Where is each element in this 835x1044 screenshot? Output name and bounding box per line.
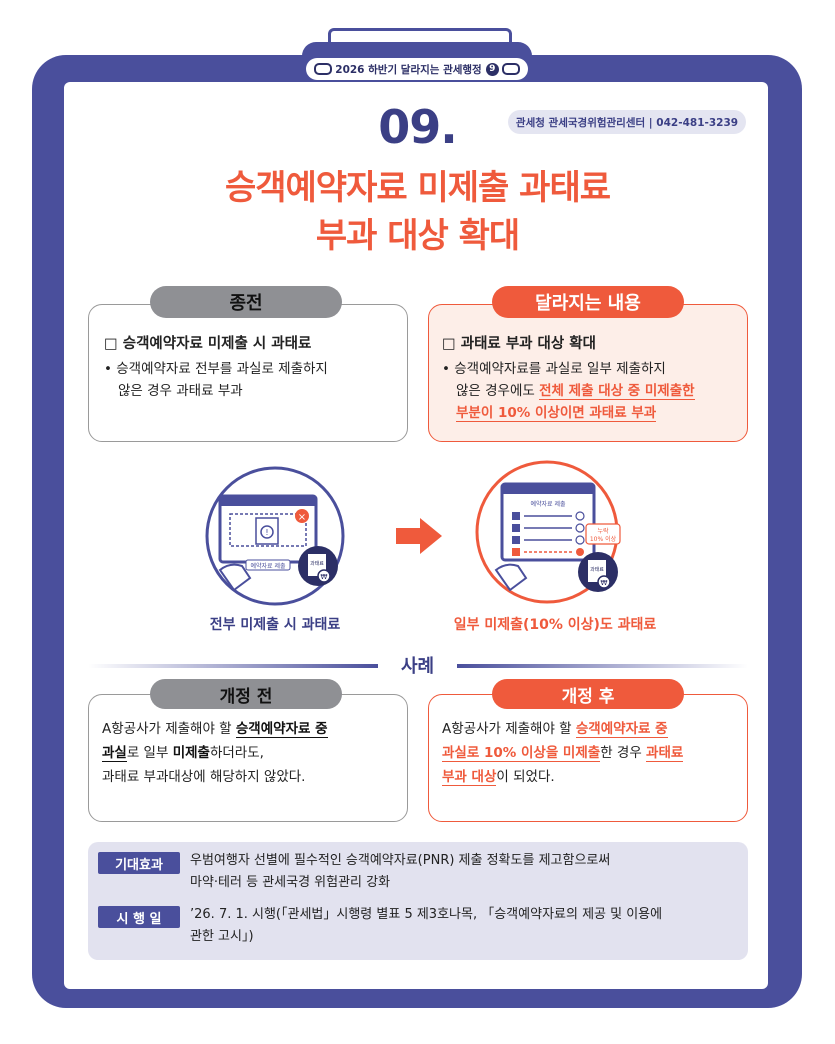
item-number: 09. <box>378 100 458 154</box>
case-before-line2: 과실로 일부 미제출하더라도, <box>102 742 264 764</box>
before-line2: 않은 경우 과태료 부과 <box>118 383 243 399</box>
case-before-line3: 과태료 부과대상에 해당하지 않았다. <box>102 769 306 785</box>
pill-left-dot-icon <box>314 63 332 75</box>
agency-contact: 관세청 관세국경위험관리센터 | 042-481-3239 <box>508 110 746 134</box>
row2-user-icon <box>512 524 520 532</box>
ca-l1-plain: A항공사가 제출해야 할 <box>442 721 576 737</box>
missing-tag-line1: 누락 <box>597 527 609 535</box>
cb-l2-bold1: 과실 <box>102 745 127 762</box>
case-before-pill: 개정 전 <box>150 679 342 709</box>
before-line1: • 승객예약자료 전부를 과실로 제출하지 <box>104 361 328 377</box>
before-box <box>88 304 408 442</box>
case-after-line3: 부과 대상이 되었다. <box>442 766 555 788</box>
right-monitor-titlebar <box>502 484 594 494</box>
cb-l1-plain: A항공사가 제출해야 할 <box>102 721 236 737</box>
row1-check-icon <box>575 511 585 521</box>
cb-l2-plain1: 로 일부 <box>126 745 173 761</box>
left-hand-icon <box>218 563 252 592</box>
left-close-mark: × <box>298 512 306 523</box>
row2-check-icon <box>575 523 585 533</box>
left-screen-label: 예약자료 제출 <box>250 562 286 570</box>
effect-line2: 마약·테러 등 관세국경 위험관리 강화 <box>190 875 391 890</box>
pill-right-dot-icon <box>502 63 520 75</box>
series-header: 2026 하반기 달라지는 관세행정 9 <box>306 58 528 80</box>
page-title-line1: 승객예약자료 미제출 과태료 <box>224 168 611 208</box>
before-pill: 종전 <box>150 286 342 318</box>
case-after-line1: A항공사가 제출해야 할 승객예약자료 중 <box>442 718 668 740</box>
effect-line1: 우범여행자 선별에 필수적인 승객예약자료(PNR) 제출 정확도를 제고함으로… <box>190 853 611 868</box>
left-empty-doc-icon <box>255 517 279 545</box>
ca-l3-plain: 이 되었다. <box>496 769 555 785</box>
series-badge: 9 <box>485 62 499 76</box>
enforce-label: 시 행 일 <box>98 906 180 928</box>
case-after-line2: 과실로 10% 이상을 미제출한 경우 과태료 <box>442 742 684 764</box>
arrow-right-icon <box>396 518 442 554</box>
right-won-icon <box>597 575 611 589</box>
row4-missing-icon <box>576 548 584 556</box>
after-line2: 않은 경우에도 전체 제출 대상 중 미제출한 <box>456 380 695 402</box>
left-won-mark: ₩ <box>321 573 328 581</box>
left-close-icon <box>295 509 309 523</box>
enforce-line1: ’26. 7. 1. 시행(「관세법」시행령 별표 5 제3호나목, 「승객예약… <box>190 907 663 922</box>
case-before-line1: A항공사가 제출해야 할 승객예약자료 중 <box>102 718 328 740</box>
case-title: 사례 <box>400 656 435 677</box>
cb-l2-plain2: 하더라도, <box>209 745 264 761</box>
left-doc-label: 과태료 <box>310 560 324 567</box>
info-panel <box>88 842 748 960</box>
after-line3-highlight: 부분이 10% 이상이면 과태료 부과 <box>456 405 657 422</box>
illustration-full-missing: ! × 예약자료 제출 과태료 ₩ <box>205 466 345 606</box>
after-line3: 부분이 10% 이상이면 과태료 부과 <box>456 402 657 424</box>
ca-l2-highlight2: 과태료 <box>646 745 684 762</box>
ca-l2-highlight1: 과실로 10% 이상을 미제출 <box>442 745 601 762</box>
right-caption: 일부 미제출(10% 이상)도 과태료 <box>453 617 657 633</box>
missing-tag-line2: 10% 이상 <box>590 535 617 543</box>
before-heading: □ 승객예약자료 미제출 시 과태료 <box>104 336 312 352</box>
after-line2-highlight: 전체 제출 대상 중 미제출한 <box>539 383 695 400</box>
row4-user-icon <box>512 548 520 556</box>
series-title: 2026 하반기 달라지는 관세행정 <box>335 63 482 76</box>
ca-l3-highlight: 부과 대상 <box>442 769 497 786</box>
after-heading: □ 과태료 부과 대상 확대 <box>442 336 596 352</box>
ca-l1-highlight: 승객예약자료 중 <box>575 721 668 738</box>
illustration-partial-missing: 예약자료 제출 누락 10% 이상 과태료 ₩ <box>475 460 621 604</box>
case-after-pill: 개정 후 <box>492 679 684 709</box>
left-monitor-titlebar <box>220 496 316 506</box>
after-pill: 달라지는 내용 <box>492 286 684 318</box>
after-line2-plain: 않은 경우에도 <box>456 383 540 399</box>
left-circle-outline <box>205 466 345 606</box>
after-box <box>428 304 748 442</box>
row1-user-icon <box>512 512 520 520</box>
right-hand-icon <box>494 563 528 592</box>
row3-check-icon <box>575 535 585 545</box>
right-won-mark: ₩ <box>601 579 608 587</box>
left-screen-button <box>245 559 291 571</box>
right-doc-label: 과태료 <box>590 566 604 573</box>
case-divider-left <box>88 664 378 668</box>
left-alert-icon <box>260 525 274 539</box>
ca-l2-plain: 한 경우 <box>600 745 647 761</box>
right-screen-label: 예약자료 제출 <box>530 500 566 508</box>
effect-label: 기대효과 <box>98 852 180 874</box>
row3-user-icon <box>512 536 520 544</box>
cb-l2-bold2: 미제출 <box>172 745 210 761</box>
page-title-line2: 부과 대상 확대 <box>315 216 520 256</box>
left-won-icon <box>317 569 331 583</box>
cb-l1-bold: 승객예약자료 중 <box>235 721 328 738</box>
after-line1: • 승객예약자료를 과실로 일부 제출하지 <box>442 361 666 377</box>
left-caption: 전부 미제출 시 과태료 <box>209 617 341 633</box>
case-divider-right <box>457 664 748 668</box>
missing-tag <box>585 523 621 545</box>
enforce-line2: 관한 고시」) <box>190 929 254 944</box>
left-empty-area <box>229 513 307 547</box>
left-alert-mark: ! <box>265 528 268 537</box>
